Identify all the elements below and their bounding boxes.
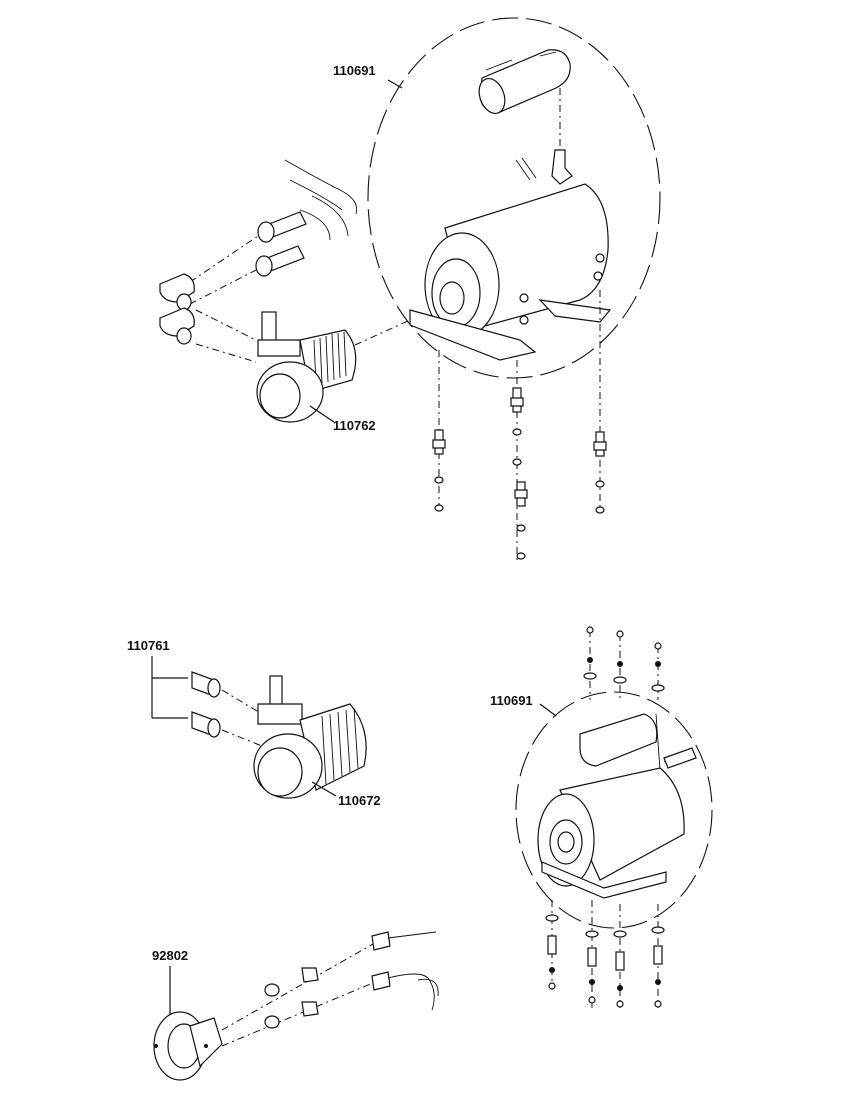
fitting-lower-mid — [191, 711, 221, 738]
fitting-upper-mid — [191, 671, 221, 698]
elbow-fitting-upper — [159, 273, 195, 311]
hose-fitting-upper — [257, 211, 307, 243]
pump-assembly-middle: 110761 110672 — [127, 638, 381, 808]
pump-assembly-top: 110762 — [159, 159, 411, 433]
callout-regulator: 92802 — [152, 948, 188, 963]
mounting-hardware-bottom — [545, 626, 665, 1008]
stud-center-lower — [514, 481, 528, 560]
motor-assembly-bottom: 110691 — [490, 626, 713, 1008]
mounting-hardware-top — [432, 290, 607, 560]
pump-body-top — [256, 311, 357, 423]
stud-center-upper — [510, 387, 524, 466]
elbow-fitting-lower — [159, 307, 195, 345]
callout-pump-top: 110762 — [333, 418, 376, 433]
motor-body-bottom — [537, 767, 685, 899]
callout-motor-bottom: 110691 — [490, 693, 533, 708]
motor-boundary-circle — [367, 17, 661, 379]
motor-body-top — [409, 149, 612, 361]
regulator-fittings — [264, 931, 439, 1029]
capacitor-top — [478, 49, 571, 152]
pump-body-middle — [253, 675, 367, 799]
stud-right — [593, 431, 607, 514]
motor-boundary-circle-bottom — [515, 691, 713, 929]
regulator-assembly: 92802 — [152, 931, 439, 1081]
callout-motor-top: 110691 — [333, 63, 376, 78]
capacitor-bottom — [579, 713, 697, 771]
callout-pump-middle: 110672 — [338, 793, 381, 808]
stud-left — [432, 429, 446, 512]
regulator-gauge — [153, 1011, 223, 1081]
motor-assembly-top: 110691 — [333, 17, 661, 379]
callout-fittings: 110761 — [127, 638, 170, 653]
hose-fitting-lower — [255, 245, 305, 277]
